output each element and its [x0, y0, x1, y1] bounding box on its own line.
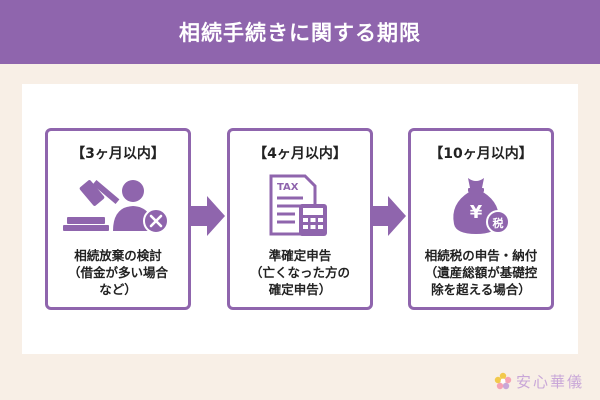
gavel-and-person-icon: [63, 173, 173, 239]
step-title: 【4ヶ月以内】: [253, 146, 347, 162]
arrow-right-icon: [372, 196, 406, 236]
money-bag-icon: ¥ 税: [446, 173, 516, 239]
step-box-10-months: 【10ヶ月以内】 ¥ 税 相続税の申告・納付 （遺産総額が基礎控 除を超える場合…: [408, 128, 554, 310]
brand-name: 安心華儀: [515, 372, 584, 391]
brand-logo: 安心華儀: [494, 370, 584, 392]
step-description: 相続税の申告・納付 （遺産総額が基礎控 除を超える場合）: [424, 248, 538, 297]
header-bar: 相続手続きに関する期限: [0, 0, 600, 64]
step-box-4-months: 【4ヶ月以内】 TAX 準確定申告 （亡くなった方の 確定申告）: [227, 128, 373, 310]
page-title: 相続手続きに関する期限: [179, 21, 421, 45]
step-title: 【3ヶ月以内】: [71, 146, 165, 162]
step-box-3-months: 【3ヶ月以内】 相続放棄の検討 （借金が多い場合 など）: [45, 128, 191, 310]
tax-label: TAX: [277, 182, 299, 193]
yen-symbol: ¥: [470, 202, 483, 223]
step-description: 準確定申告 （亡くなった方の 確定申告）: [249, 248, 350, 297]
tax-calculator-icon: TAX: [265, 173, 335, 239]
arrow-right-icon: [191, 196, 225, 236]
step-title: 【10ヶ月以内】: [429, 146, 533, 162]
step-description: 相続放棄の検討 （借金が多い場合 など）: [67, 248, 168, 297]
flower-icon: [494, 372, 512, 390]
tax-badge: 税: [493, 216, 504, 230]
